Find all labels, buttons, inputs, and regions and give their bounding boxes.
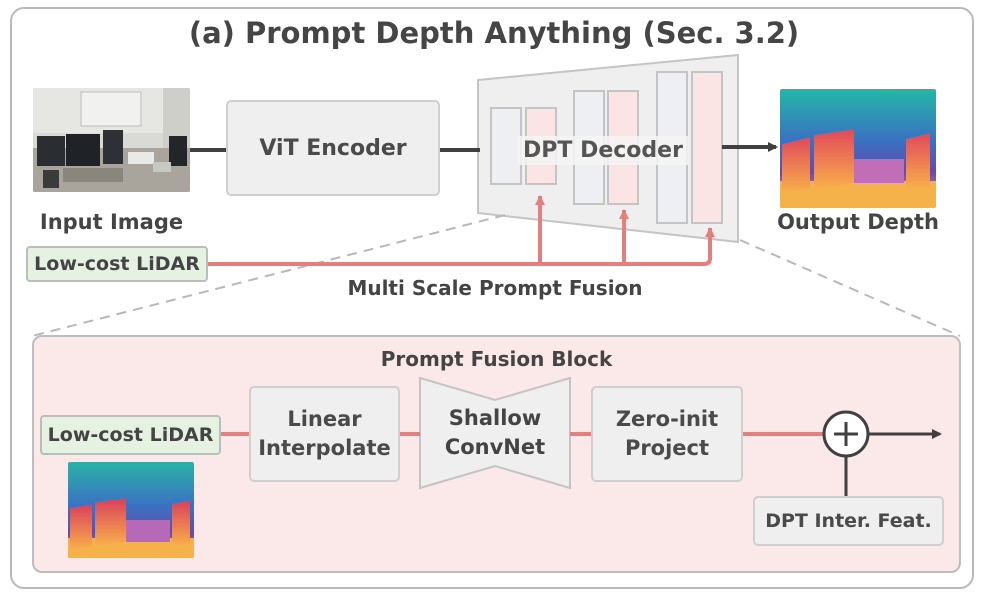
- figure-frame: [10, 7, 974, 589]
- zero-init-project-box: Zero-init Project: [591, 386, 743, 482]
- lidar-box-block: Low-cost LiDAR: [40, 415, 221, 455]
- lidar-box-top-label: Low-cost LiDAR: [34, 253, 200, 275]
- multi-scale-label: Multi Scale Prompt Fusion: [347, 276, 643, 300]
- shallow-convnet-label: Shallow ConvNet: [430, 404, 560, 463]
- vit-encoder-label: ViT Encoder: [259, 135, 407, 161]
- zero-label-1: Zero-init: [615, 406, 719, 431]
- lidar-box-block-label: Low-cost LiDAR: [47, 424, 214, 446]
- linear-label-1: Linear: [287, 406, 362, 431]
- dpt-inter-feat-label: DPT Inter. Feat.: [765, 510, 932, 532]
- zero-label-2: Project: [624, 436, 710, 460]
- linear-interpolate-box: Linear Interpolate: [249, 386, 400, 482]
- figure-title: (a) Prompt Depth Anything (Sec. 3.2): [188, 16, 800, 50]
- linear-label-2: Interpolate: [258, 436, 391, 460]
- shallow-label-2: ConvNet: [444, 435, 546, 460]
- dpt-inter-feat-box: DPT Inter. Feat.: [753, 496, 944, 546]
- input-image: [33, 88, 190, 192]
- prompt-fusion-title: Prompt Fusion Block: [380, 347, 613, 371]
- lidar-box-top: Low-cost LiDAR: [26, 246, 208, 282]
- input-image-label: Input Image: [39, 210, 184, 234]
- output-depth-label: Output Depth: [777, 210, 939, 234]
- dpt-decoder-label: DPT Decoder: [518, 136, 688, 165]
- output-depth-image: [780, 89, 936, 208]
- lidar-depth-image: [68, 462, 194, 558]
- shallow-label-1: Shallow: [448, 406, 542, 430]
- vit-encoder-box: ViT Encoder: [226, 100, 440, 196]
